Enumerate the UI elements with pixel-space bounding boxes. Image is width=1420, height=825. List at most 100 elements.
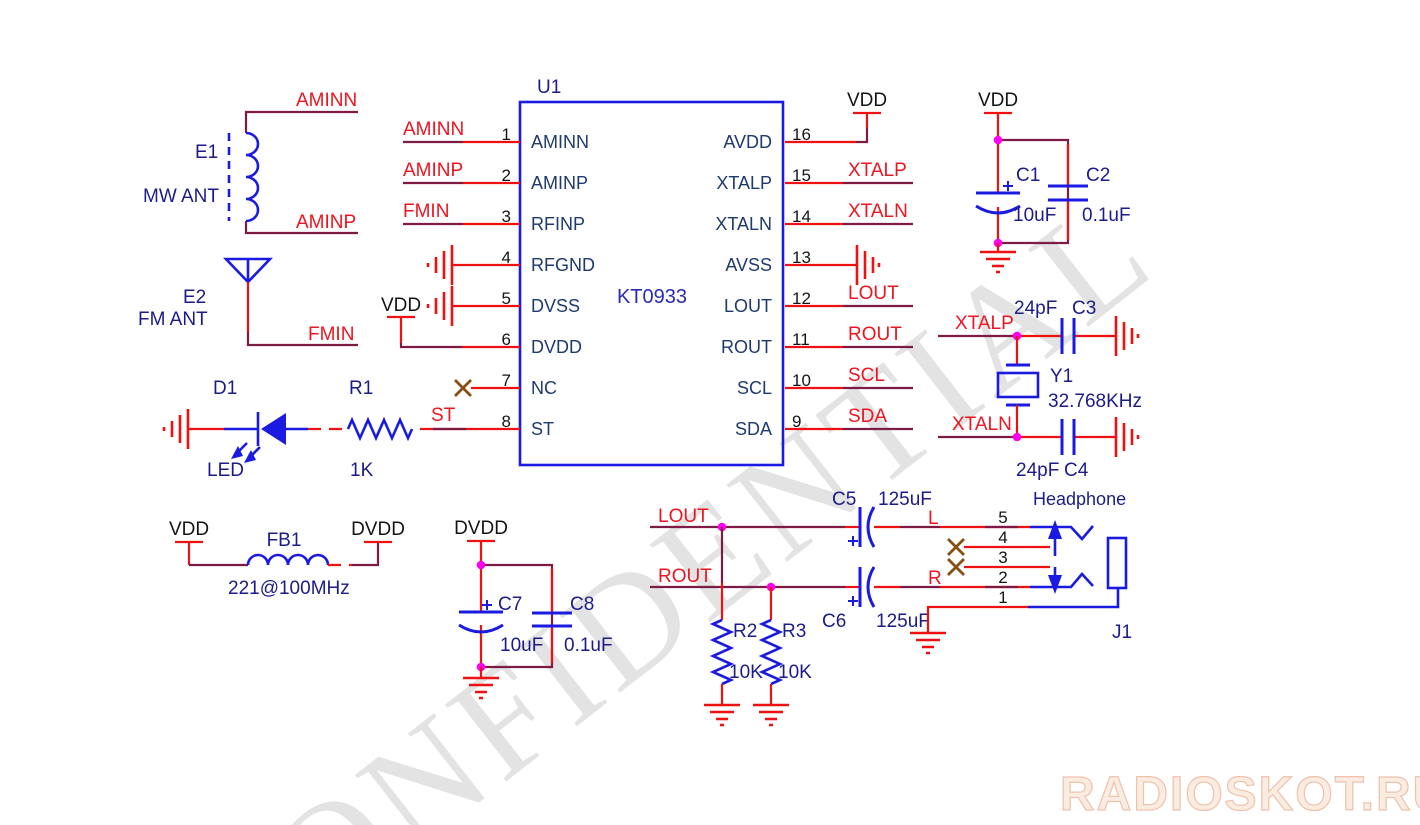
- net-label: LOUT: [848, 283, 899, 304]
- ground-symbol: [910, 631, 946, 655]
- no-connect-x: [947, 538, 1050, 556]
- pin-number: 3: [502, 207, 511, 226]
- ic-pin-name: AMINP: [531, 173, 588, 193]
- ic-pin-name: DVSS: [531, 296, 580, 316]
- jack-contact: [1030, 572, 1094, 589]
- ground-symbol: [426, 286, 520, 326]
- refdes: C6: [822, 611, 846, 632]
- plus-mark: [848, 596, 858, 606]
- refdes: R1: [349, 378, 373, 399]
- pin-number: 8: [502, 412, 511, 431]
- component-value: 0.1uF: [1082, 205, 1131, 226]
- component-value: 24pF: [1016, 460, 1059, 481]
- junction-dot: [1012, 432, 1022, 442]
- component-value: 32.768KHz: [1048, 391, 1142, 412]
- refdes: Y1: [1050, 366, 1073, 387]
- component-value: 10uF: [500, 635, 543, 656]
- capacitor-polarized: [458, 600, 504, 634]
- ic-refdes: U1: [537, 77, 561, 98]
- ground-symbol: [162, 409, 190, 449]
- pin-number: 6: [502, 330, 511, 349]
- net-label: XTALN: [848, 201, 908, 222]
- pin-number: 14: [792, 207, 811, 226]
- coil-symbol: [245, 131, 260, 223]
- jack-title: Headphone: [1033, 489, 1126, 509]
- pin-number: 1: [502, 125, 511, 144]
- ic-body: [518, 100, 785, 467]
- no-connect-x: [454, 379, 520, 397]
- net-label: FMIN: [403, 201, 449, 222]
- ic-pin-name: RFINP: [531, 214, 585, 234]
- power-label: VDD: [169, 519, 209, 540]
- ic-right-stubs: VDD XTALP XTALN LOUT ROUT SCL SDA: [785, 90, 913, 431]
- resistor-symbol: [346, 416, 414, 442]
- resistor-symbol: [709, 618, 735, 686]
- ic-pin-name: NC: [531, 378, 557, 398]
- refdes: J1: [1112, 622, 1132, 643]
- component-value: 125uF: [878, 489, 932, 510]
- component-desc: LED: [207, 460, 244, 481]
- refdes: R3: [782, 621, 806, 642]
- refdes: R2: [733, 621, 757, 642]
- crystal-circuit: XTALP XTALN 24pF C3 Y1 32.768KHz 24pF C4: [938, 298, 1142, 481]
- ic-pin-name: SCL: [737, 378, 772, 398]
- pin-number: 4: [998, 528, 1007, 547]
- ic-pin-name: AVDD: [723, 132, 772, 152]
- net-label: ROUT: [848, 324, 902, 345]
- ic-pin-name: ROUT: [721, 337, 772, 357]
- audio-output-section: LOUT L ROUT R C5 125uF C6 125u: [650, 489, 1132, 727]
- pin-number: 4: [502, 248, 511, 267]
- ic-u1: U1 KT0933 AMINN AMINP RFINP RFGND DVSS D…: [502, 77, 811, 467]
- ground-symbol: [785, 245, 881, 285]
- led-emission-arrows: [231, 442, 261, 463]
- refdes: FB1: [267, 530, 302, 551]
- resistor-r3: R3 10K: [753, 587, 812, 727]
- channel-label: L: [928, 508, 939, 529]
- pin-number: 1: [998, 588, 1007, 607]
- component-value: 10uF: [1013, 205, 1056, 226]
- ic-pin-name: RFGND: [531, 255, 595, 275]
- jack-body: [1106, 536, 1128, 590]
- capacitor-polarized: [848, 566, 876, 608]
- component-value: 10K: [729, 662, 763, 683]
- pin-number: 15: [792, 166, 811, 185]
- component-value: 1K: [350, 460, 374, 481]
- net-label: SCL: [848, 365, 885, 386]
- site-watermark: RADIOSKOT.RU: [1060, 768, 1420, 821]
- component-value: 125uF: [876, 611, 930, 632]
- ground-symbol: [1114, 316, 1140, 356]
- resistor-symbol: [758, 618, 784, 686]
- ic-pin-name: ST: [531, 419, 554, 439]
- plus-mark: [848, 536, 858, 546]
- capacitor-symbol: [1060, 419, 1076, 455]
- refdes: C5: [832, 489, 856, 510]
- pin-number: 10: [792, 371, 811, 390]
- antenna-symbol: [222, 257, 274, 284]
- net-label: LOUT: [658, 506, 709, 527]
- power-label: DVDD: [454, 518, 508, 539]
- net-label: FMIN: [308, 324, 354, 345]
- power-label: VDD: [381, 295, 421, 316]
- net-label: XTALP: [955, 313, 1014, 334]
- jack-contact: [1030, 525, 1094, 541]
- ground-symbol: [1114, 417, 1140, 457]
- pin-number: 12: [792, 289, 811, 308]
- ferrite-bead-fb1: VDD DVDD FB1 221@100MHz: [169, 519, 405, 599]
- net-label: AMINP: [403, 160, 463, 181]
- component-value: 0.1uF: [564, 635, 613, 656]
- component-desc: FM ANT: [138, 309, 208, 330]
- led-symbol: [231, 412, 308, 463]
- refdes: E2: [183, 287, 206, 308]
- ground-symbol: [753, 703, 789, 727]
- pin-number: 11: [792, 330, 810, 349]
- confidential-watermark: CONFIDENTIAL: [156, 164, 1182, 825]
- capacitor-polarized: [975, 181, 1021, 215]
- jack-switch-arrow-up: [1048, 520, 1062, 556]
- pin-number: 2: [998, 568, 1007, 587]
- inductor-symbol: [246, 553, 330, 566]
- vdd-power-tap: VDD: [785, 90, 887, 144]
- net-label: SDA: [848, 406, 887, 427]
- watermark-layer: CONFIDENTIAL RADIOSKOT.RU: [156, 164, 1420, 825]
- e1-mw-antenna: AMINN AMINP E1 MW ANT: [143, 90, 358, 235]
- capacitor-symbol: [1048, 184, 1088, 202]
